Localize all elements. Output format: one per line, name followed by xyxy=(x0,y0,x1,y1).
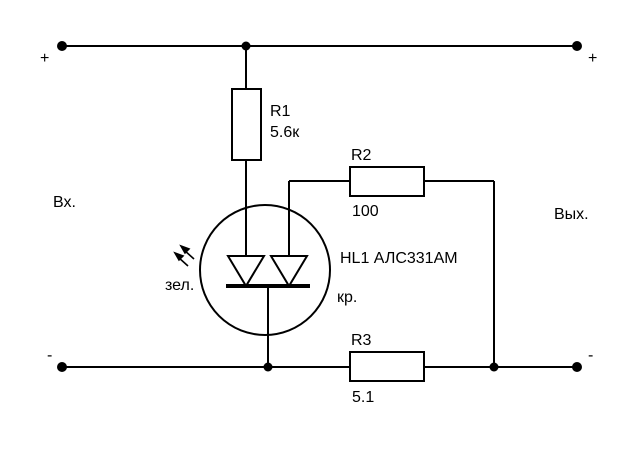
r2-ref: R2 xyxy=(351,147,372,164)
r2-value: 100 xyxy=(352,203,379,220)
resistor-r2 xyxy=(349,166,425,197)
r3-ref: R3 xyxy=(351,332,372,349)
output-plus-terminal xyxy=(572,41,582,51)
led-red-label: кр. xyxy=(337,289,357,306)
input-plus-terminal xyxy=(57,41,67,51)
output-label: Вых. xyxy=(554,206,589,223)
input-minus-sign: - xyxy=(47,347,52,364)
output-plus-sign: + xyxy=(588,50,597,67)
r3-value: 5.1 xyxy=(352,389,374,406)
led-hl1-body xyxy=(199,204,331,336)
led-green-label: зел. xyxy=(165,277,194,294)
output-minus-terminal xyxy=(572,362,582,372)
light-emission-arrows-icon xyxy=(173,244,195,267)
r1-ref: R1 xyxy=(270,103,291,120)
r1-value: 5.6к xyxy=(270,124,300,141)
output-minus-sign: - xyxy=(588,347,593,364)
resistor-r1 xyxy=(231,88,262,161)
resistor-r3 xyxy=(349,351,425,382)
input-label: Вх. xyxy=(53,194,76,211)
input-minus-terminal xyxy=(57,362,67,372)
led-red-diode xyxy=(269,255,309,288)
input-plus-sign: + xyxy=(40,50,49,67)
led-green-diode xyxy=(226,255,266,288)
led-hl1-ref: HL1 АЛС331АМ xyxy=(340,250,458,267)
